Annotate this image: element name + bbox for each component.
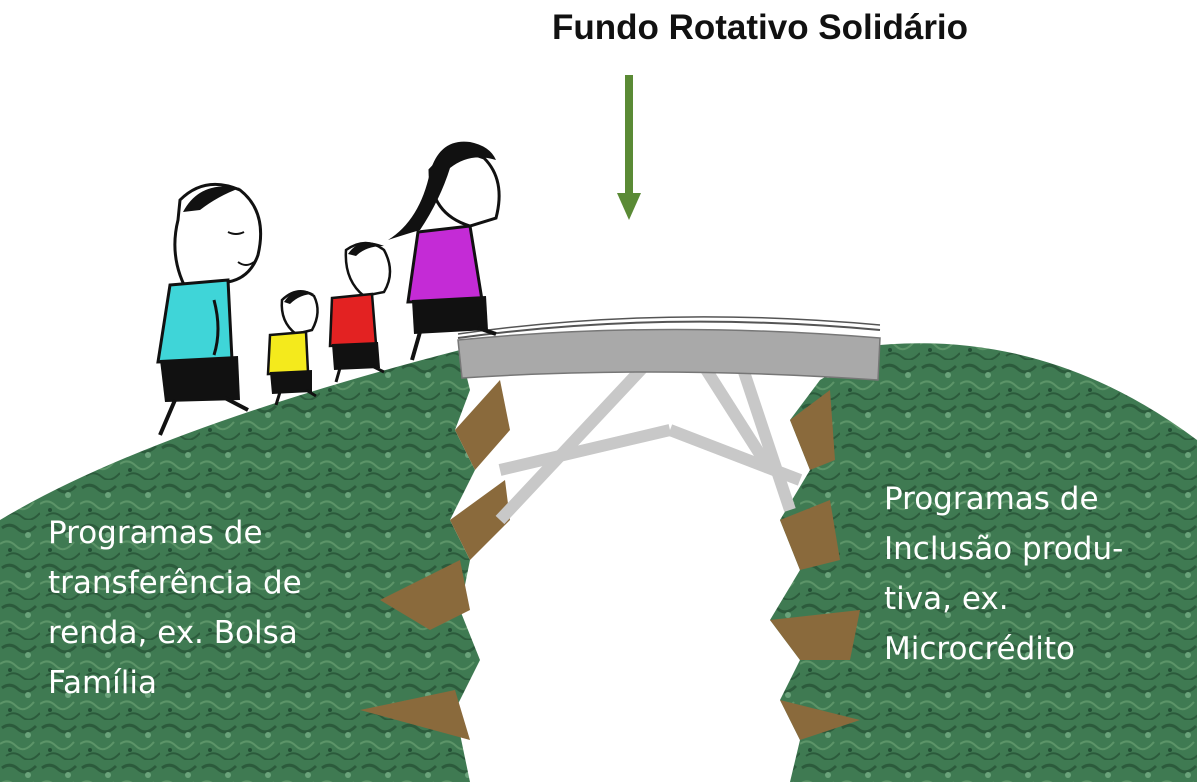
left-soil-2 [450, 480, 510, 560]
diagram-title: Fundo Rotativo Solidário [551, 8, 969, 47]
left-label-line-2: transferência de [48, 565, 302, 601]
left-hill [0, 350, 510, 782]
bridge [457, 316, 881, 525]
right-soil-2 [780, 500, 840, 570]
right-label-line-3: tiva, ex. [884, 581, 1009, 617]
left-label-line-1: Programas de [48, 515, 263, 551]
down-arrow-icon [617, 75, 641, 220]
right-soil-4 [780, 700, 860, 740]
left-label-line-4: Família [48, 665, 158, 701]
right-hill [770, 343, 1197, 782]
right-label-line-4: Microcrédito [884, 631, 1076, 667]
right-label-line-2: Inclusão produ- [884, 531, 1124, 567]
right-label-line-1: Programas de [884, 481, 1099, 517]
right-soil-3 [770, 610, 860, 660]
person-child-yellow [266, 290, 319, 406]
left-soil-1 [455, 380, 510, 470]
left-soil-4 [360, 690, 470, 740]
right-soil-1 [790, 390, 835, 470]
left-label-line-3: renda, ex. Bolsa [48, 615, 298, 651]
person-woman-magenta [388, 141, 501, 361]
right-side-label: Programas de Inclusão produ- tiva, ex. M… [884, 474, 1123, 674]
left-soil-3 [380, 560, 470, 630]
left-side-label: Programas de transferência de renda, ex.… [48, 508, 302, 708]
person-man-cyan [156, 182, 263, 436]
person-boy-red [328, 241, 392, 383]
